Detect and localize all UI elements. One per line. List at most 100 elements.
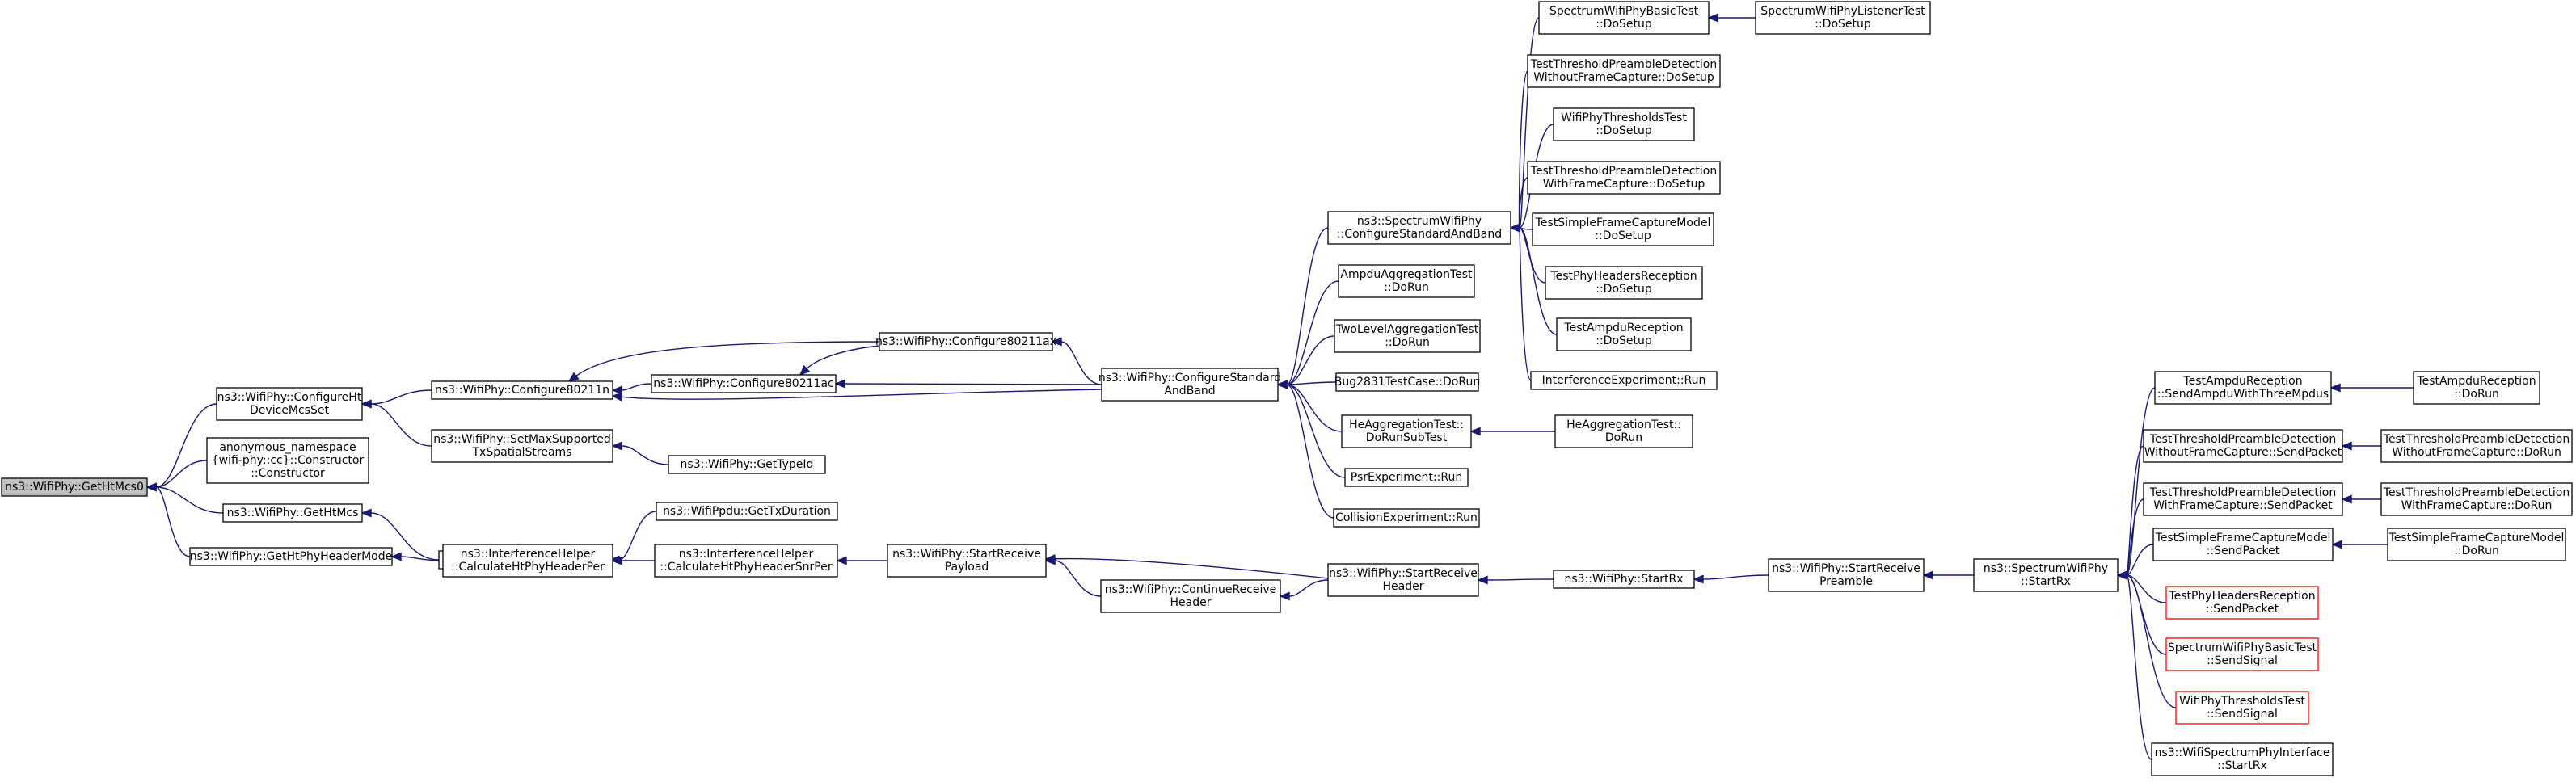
node-label: ns3::WifiPhy::StartReceive bbox=[892, 548, 1041, 561]
node-label: ::DoRun bbox=[1384, 281, 1429, 294]
node-label: TestAmpduReception bbox=[2416, 375, 2536, 388]
graph-node[interactable]: TestSimpleFrameCaptureModel::DoRun bbox=[2387, 528, 2566, 561]
graph-node[interactable]: AmpduAggregationTest::DoRun bbox=[1338, 264, 1475, 298]
graph-node[interactable]: ns3::SpectrumWifiPhy::ConfigureStandardA… bbox=[1327, 211, 1511, 245]
node-box bbox=[1973, 558, 2119, 592]
node-label: TestSimpleFrameCaptureModel bbox=[2388, 532, 2565, 544]
node-box bbox=[2175, 691, 2309, 725]
graph-node[interactable]: SpectrumWifiPhyBasicTest::SendSignal bbox=[2165, 637, 2319, 671]
node-label: TxSpatialStreams bbox=[472, 446, 572, 459]
graph-node[interactable]: SpectrumWifiPhyListenerTest::DoSetup bbox=[1755, 1, 1931, 35]
node-box bbox=[2152, 528, 2334, 561]
graph-node[interactable]: Bug2831TestCase::DoRun bbox=[1334, 372, 1480, 392]
graph-node[interactable]: CollisionExperiment::Run bbox=[1333, 508, 1480, 528]
graph-node[interactable]: TestPhyHeadersReception::SendPacket bbox=[2165, 586, 2319, 620]
graph-node[interactable]: TestThresholdPreambleDetectionWithoutFra… bbox=[2143, 429, 2343, 463]
arrow-head bbox=[1051, 337, 1062, 347]
node-label: TwoLevelAggregationTest bbox=[1335, 323, 1479, 336]
graph-node[interactable]: TestThresholdPreambleDetectionWithFrameC… bbox=[1527, 161, 1721, 195]
graph-node[interactable]: PsrExperiment::Run bbox=[1344, 468, 1469, 487]
node-label: ::DoSetup bbox=[1595, 229, 1651, 242]
graph-node[interactable]: ns3::InterferenceHelper::CalculateHtPhyH… bbox=[442, 544, 613, 578]
node-label: TestThresholdPreambleDetection bbox=[2149, 486, 2336, 499]
edge-line bbox=[155, 403, 217, 488]
node-label: TestPhyHeadersReception bbox=[1549, 270, 1697, 283]
graph-node[interactable]: TestThresholdPreambleDetectionWithFrameC… bbox=[2380, 482, 2573, 516]
graph-node[interactable]: ns3::WifiPhy::Configure80211n bbox=[431, 380, 613, 400]
arrow-head bbox=[1469, 427, 1481, 436]
graph-node[interactable]: HeAggregationTest::DoRunSubTest bbox=[1341, 414, 1472, 448]
edge-n4-n8 bbox=[390, 552, 444, 561]
node-box bbox=[887, 544, 1047, 578]
node-box bbox=[2165, 586, 2319, 620]
graph-node[interactable]: ns3::WifiPhy::GetTypeId bbox=[668, 455, 826, 474]
node-label: ::CalculateHtPhyHeaderPer bbox=[451, 561, 605, 574]
graph-node[interactable]: ns3::WifiPhy::SetMaxSupportedTxSpatialSt… bbox=[431, 429, 613, 463]
node-box bbox=[1527, 161, 1721, 195]
graph-node[interactable]: TestSimpleFrameCaptureModel::SendPacket bbox=[2152, 528, 2334, 561]
graph-node[interactable]: ns3::WifiSpectrumPhyInterface::StartRx bbox=[2151, 742, 2334, 776]
graph-node[interactable]: TestAmpduReception::DoRun bbox=[2413, 371, 2540, 405]
node-label: Header bbox=[1170, 596, 1212, 609]
edge-line bbox=[618, 511, 657, 561]
graph-node[interactable]: TestThresholdPreambleDetectionWithoutFra… bbox=[2380, 429, 2573, 463]
edge-n6-n10 bbox=[611, 441, 669, 465]
node-box bbox=[1327, 563, 1479, 597]
node-box bbox=[189, 547, 393, 566]
edge-line bbox=[1286, 381, 1337, 385]
graph-node[interactable]: TestThresholdPreambleDetectionWithoutFra… bbox=[1527, 54, 1721, 88]
graph-node[interactable]: InterferenceExperiment::Run bbox=[1530, 371, 1718, 390]
edge-n25-n35 bbox=[1707, 13, 1756, 23]
node-label: ns3::WifiPhy::Configure80211n bbox=[435, 384, 609, 397]
node-label: ns3::WifiPhy::GetHtMcs0 bbox=[5, 481, 144, 494]
graph-node[interactable]: TestAmpduReception::DoSetup bbox=[1556, 317, 1692, 351]
node-box bbox=[1334, 319, 1481, 353]
graph-node[interactable]: SpectrumWifiPhyBasicTest::DoSetup bbox=[1538, 1, 1710, 35]
node-box bbox=[442, 544, 613, 578]
graph-node[interactable]: HeAggregationTest::DoRun bbox=[1554, 414, 1693, 448]
root-node[interactable]: ns3::WifiPhy::GetHtMcs0 bbox=[1, 477, 148, 497]
edge-line bbox=[1286, 384, 1334, 519]
edge-n5-n9 bbox=[611, 383, 652, 395]
graph-node[interactable]: ns3::WifiPpdu::GetTxDuration bbox=[656, 502, 838, 521]
graph-node[interactable]: ns3::WifiPhy::Configure80211ax bbox=[875, 332, 1056, 351]
graph-node[interactable]: ns3::WifiPhy::Configure80211ac bbox=[651, 374, 837, 393]
graph-node[interactable]: ns3::WifiPhy::GetHtPhyHeaderMode bbox=[189, 547, 393, 566]
graph-node[interactable]: anonymous_namespace{wifi-phy::cc}::Const… bbox=[206, 437, 369, 484]
arrow-head bbox=[1509, 223, 1520, 233]
node-label: TestSimpleFrameCaptureModel bbox=[2155, 532, 2331, 544]
edge-line bbox=[2126, 574, 2167, 603]
edge-line bbox=[2126, 574, 2152, 760]
node-label: WithoutFrameCapture::SendPacket bbox=[2144, 446, 2342, 459]
node-label: ns3::InterferenceHelper bbox=[679, 548, 814, 561]
edge-line bbox=[370, 403, 432, 447]
node-box bbox=[2165, 637, 2319, 671]
graph-node[interactable]: TestThresholdPreambleDetectionWithFrameC… bbox=[2143, 482, 2343, 516]
node-label: DeviceMcsSet bbox=[250, 404, 329, 417]
graph-node[interactable]: TwoLevelAggregationTest::DoRun bbox=[1334, 319, 1481, 353]
graph-node[interactable]: TestSimpleFrameCaptureModel::DoSetup bbox=[1532, 212, 1714, 246]
node-label: WithFrameCapture::DoSetup bbox=[1543, 178, 1705, 191]
node-box bbox=[222, 503, 363, 523]
node-box bbox=[651, 374, 837, 393]
graph-node[interactable]: ns3::WifiPhy::ConfigureStandardAndBand bbox=[1098, 368, 1281, 402]
graph-node[interactable]: ns3::SpectrumWifiPhy::StartRx bbox=[1973, 558, 2119, 592]
arrow-head bbox=[360, 399, 372, 409]
graph-node[interactable]: WifiPhyThresholdsTest::DoSetup bbox=[1553, 107, 1695, 141]
node-label: ns3::WifiPhy::SetMaxSupported bbox=[433, 433, 611, 446]
graph-node[interactable]: TestPhyHeadersReception::DoSetup bbox=[1545, 266, 1703, 300]
graph-node[interactable]: ns3::InterferenceHelper::CalculateHtPhyH… bbox=[654, 544, 838, 578]
edge-n13-n15 bbox=[1051, 337, 1102, 385]
graph-node[interactable]: TestAmpduReception::SendAmpduWithThreeMp… bbox=[2154, 371, 2332, 405]
graph-node[interactable]: ns3::WifiPhy::GetHtMcs bbox=[222, 503, 363, 523]
graph-node[interactable]: WifiPhyThresholdsTest::SendSignal bbox=[2175, 691, 2309, 725]
edge-n39-n47 bbox=[2341, 441, 2381, 451]
node-label: ::SendSignal bbox=[2207, 654, 2278, 667]
graph-node[interactable]: ns3::WifiPhy::StartRx bbox=[1553, 570, 1695, 589]
arrow-head bbox=[1477, 575, 1488, 585]
